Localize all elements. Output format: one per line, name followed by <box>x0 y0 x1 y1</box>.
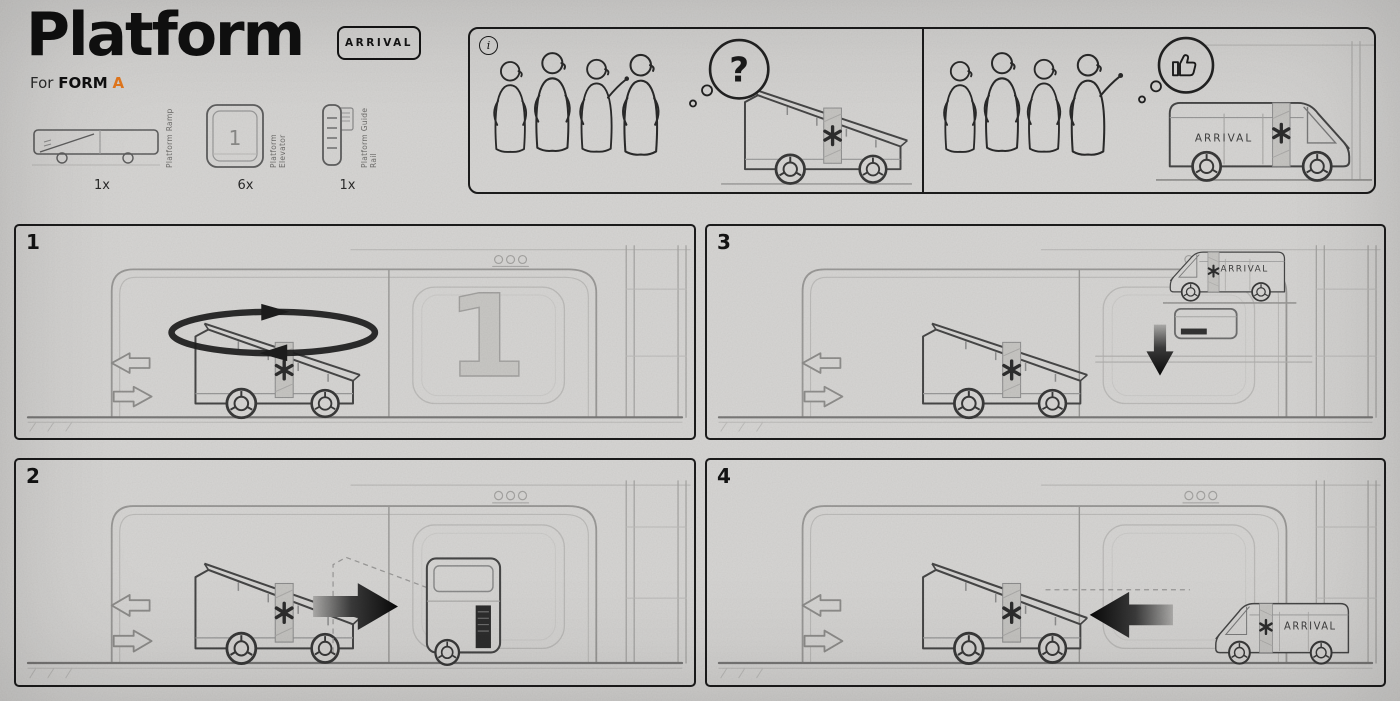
thought-dot <box>701 84 713 97</box>
module-grille <box>1180 328 1207 335</box>
platform-ramp-vehicle <box>745 89 907 183</box>
platform-ramp-icon <box>32 129 160 166</box>
arrival-van-front <box>427 558 500 664</box>
part-platform-ramp: Platform Ramp 1x <box>30 102 174 193</box>
rotate-arrowhead <box>261 303 290 321</box>
thought-dot <box>689 99 697 108</box>
brand-logo: ARRIVAL <box>337 26 421 60</box>
step-panel-2: 2 <box>14 458 696 687</box>
step-number: 2 <box>26 464 40 488</box>
page-title: Platform <box>26 0 305 70</box>
platform-ramp-vehicle <box>195 324 360 418</box>
step-panel-4: 4 ARRIVAL <box>705 458 1386 687</box>
bay-numeral: 1 <box>446 270 526 403</box>
brand-logo-text: ARRIVAL <box>345 37 413 49</box>
person-thumbs-up-icon <box>1069 53 1125 156</box>
info-scene-approval: ARRIVAL <box>922 29 1374 192</box>
person-pointing-icon <box>579 58 630 153</box>
part-count: 1x <box>94 178 110 193</box>
thought-dot <box>1150 80 1162 93</box>
info-scene-question: ? <box>470 29 922 192</box>
platform-elevator-icon: 1 <box>206 104 264 168</box>
part-platform-elevator: 1 Platform Elevator 6x <box>204 102 287 193</box>
thought-dot <box>1138 95 1146 104</box>
arrow-left-icon <box>1089 591 1173 638</box>
arrival-van-docked <box>1170 252 1284 301</box>
step-1-illustration: 1 <box>26 244 692 433</box>
step-2-illustration <box>26 479 692 679</box>
thought-bubble <box>1157 36 1215 94</box>
part-count: 1x <box>339 178 356 193</box>
step-number: 1 <box>26 230 40 254</box>
person-icon <box>534 52 571 152</box>
person-icon <box>493 61 528 153</box>
approval-scene-illustration: ARRIVAL <box>943 36 1374 192</box>
part-label: Platform Ramp <box>165 108 174 168</box>
person-icon <box>622 53 660 156</box>
van-brand-text: ARRIVAL <box>1284 621 1337 632</box>
page-subtitle: For FORM A <box>30 74 124 92</box>
subtitle-variant: A <box>112 74 125 92</box>
platform-ramp-vehicle <box>923 564 1087 664</box>
platform-ramp-vehicle <box>923 324 1087 418</box>
step-number: 4 <box>717 464 731 488</box>
guide-rail-lines <box>1351 41 1361 180</box>
step-number: 3 <box>717 230 731 254</box>
guide-rail-lines <box>1095 355 1313 363</box>
elevator-bay-digit: 1 <box>229 126 242 150</box>
part-count: 6x <box>237 178 254 193</box>
station-backdrop <box>26 479 692 679</box>
person-icon <box>983 52 1021 152</box>
direction-arrows-icon <box>801 594 844 653</box>
subtitle-prefix: For <box>30 74 54 92</box>
person-icon <box>943 61 977 153</box>
parts-list: Platform Ramp 1x 1 Platform Elevator 6x <box>30 102 378 193</box>
station-backdrop <box>26 244 692 433</box>
platform-guide-rail-icon <box>322 104 354 166</box>
question-mark: ? <box>729 50 749 90</box>
direction-arrows-icon <box>110 594 153 653</box>
subtitle-product-name: FORM <box>58 74 108 92</box>
step-3-illustration: ARRIVAL <box>717 244 1382 433</box>
step-panel-3: 3 ARRIVAL <box>705 224 1386 440</box>
van-brand-text: ARRIVAL <box>1220 264 1268 274</box>
person-icon <box>1026 58 1062 153</box>
van-brand-text: ARRIVAL <box>1195 133 1253 145</box>
part-platform-guide-rail: Platform Guide Rail 1x <box>317 102 378 193</box>
part-label: Platform Guide Rail <box>360 107 378 168</box>
question-scene-illustration: ? <box>493 38 912 185</box>
direction-arrows-icon <box>110 352 153 408</box>
part-label: Platform Elevator <box>269 133 287 168</box>
direction-arrows-icon <box>801 352 844 408</box>
step-panel-1: 1 1 <box>14 224 696 440</box>
step-4-illustration: ARRIVAL <box>717 479 1382 679</box>
info-panel: i ? <box>468 27 1376 194</box>
arrow-down-icon <box>1146 324 1174 376</box>
info-icon: i <box>479 36 498 55</box>
arrival-van <box>1216 604 1349 664</box>
